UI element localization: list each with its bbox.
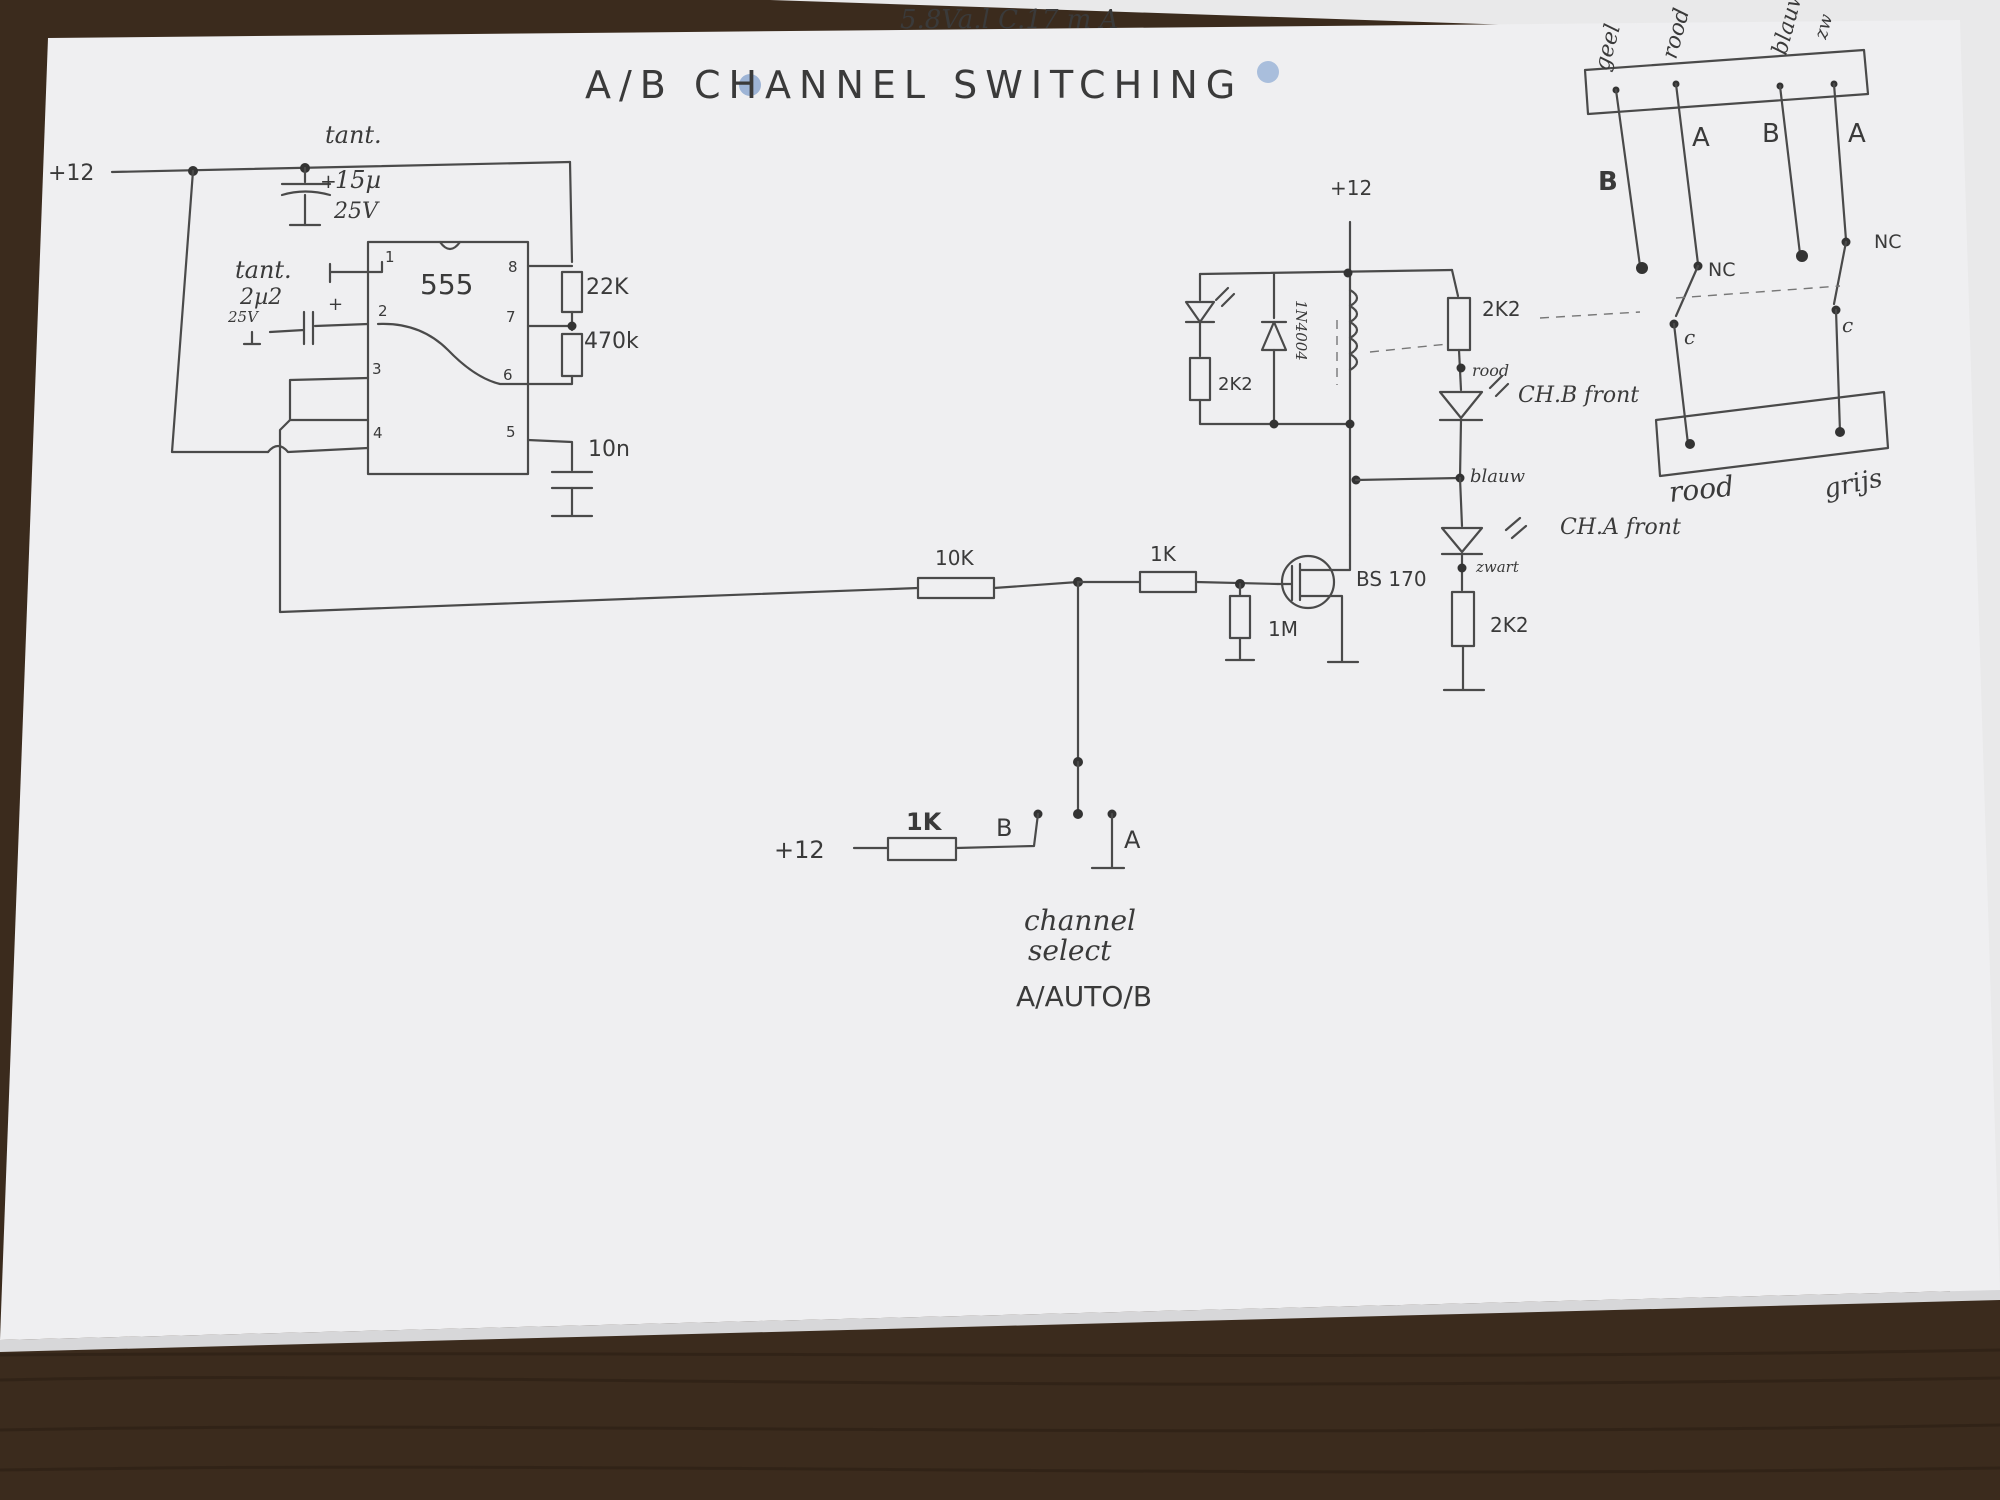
led-ch-b — [1438, 390, 1484, 420]
led-indicator — [1184, 300, 1216, 324]
pin-label-b-2: B — [1762, 119, 1780, 149]
label-2k2-bottom: 2K2 — [1490, 613, 1529, 637]
pin-5: 5 — [506, 423, 516, 441]
pin-4: 4 — [373, 424, 383, 442]
switch-caption-1: channel — [1024, 904, 1136, 937]
ic-555-label: 555 — [420, 268, 473, 301]
cap-left-type: tant. — [235, 256, 292, 284]
switch-pos-b: B — [996, 814, 1012, 842]
label-led-a-color: zwart — [1475, 558, 1520, 576]
switch-pos-a: A — [1124, 826, 1141, 854]
wood-grain — [0, 1348, 2000, 1474]
c-label-right: c — [1842, 313, 1853, 337]
cap-top-type: tant. — [325, 121, 382, 149]
pin-1: 1 — [385, 248, 395, 266]
punch-hole-right — [1257, 61, 1279, 83]
pin-label-b-1: B — [1598, 167, 1618, 197]
paper-sheet — [0, 20, 2000, 1340]
label-22k: 22K — [586, 275, 629, 300]
nc-label-left: NC — [1708, 259, 1735, 281]
cap-left-voltage: 25V — [227, 308, 260, 326]
label-ch-a: CH.A front — [1560, 515, 1681, 540]
supply-label-right: +12 — [1330, 176, 1372, 200]
page-title: A/B CHANNEL SWITCHING — [585, 63, 1243, 107]
pin-label-a-1: A — [1692, 123, 1710, 153]
switch-caption-2: select — [1028, 934, 1112, 967]
pin-7: 7 — [506, 308, 516, 326]
label-1m: 1M — [1268, 617, 1298, 641]
label-fet-1: BS 170 — [1356, 567, 1427, 591]
pin-2: 2 — [378, 302, 388, 320]
cap-top-voltage: 25V — [333, 199, 380, 224]
switch-caption-3: A/AUTO/B — [1016, 980, 1152, 1013]
bottom-left-color: rood — [1667, 469, 1735, 509]
punch-hole-left — [739, 74, 761, 96]
connector-bottom — [1654, 390, 1890, 478]
pin-6: 6 — [503, 366, 513, 384]
label-led-b-color: rood — [1472, 361, 1509, 380]
connector-top — [1583, 48, 1870, 116]
supply-label-left: +12 — [48, 161, 94, 186]
mosfet-bs170 — [1280, 554, 1336, 610]
cap-top-plus: + — [320, 169, 337, 193]
nc-label-right: NC — [1874, 231, 1901, 253]
ic-555-body — [366, 240, 530, 476]
pin-8: 8 — [508, 258, 518, 276]
channel-select: A B 1K +12 channel select A/AUTO/B — [774, 580, 1152, 1013]
label-1n4004: 1N4004 — [1292, 300, 1310, 361]
label-1k-gate: 1K — [1150, 542, 1177, 566]
pin-label-a-2: A — [1848, 119, 1866, 149]
cap-top-value: 15µ — [335, 166, 381, 194]
cap-left-plus: + — [328, 294, 343, 315]
label-ch-b: CH.B front — [1518, 383, 1639, 408]
paper-edge — [0, 1290, 2000, 1352]
back-sheet-scribble: 5.8Va.l C.17 m A — [900, 5, 1118, 35]
label-mid-color: blauw — [1470, 466, 1526, 487]
label-470k: 470k — [584, 329, 639, 354]
pin-3: 3 — [372, 360, 382, 378]
cap-left-value: 2µ2 — [239, 285, 282, 310]
label-10k: 10K — [935, 546, 974, 570]
label-10n: 10n — [588, 437, 630, 462]
label-2k2-led: 2K2 — [1218, 374, 1253, 395]
led-ch-a — [1440, 526, 1484, 554]
supply-label-bottom: +12 — [774, 836, 825, 864]
c-label-left: c — [1684, 325, 1695, 349]
label-2k2-top: 2K2 — [1482, 297, 1521, 321]
timer-circuit: +12 tant. + 15µ 25V 555 1 2 3 4 5 6 7 8 — [48, 121, 920, 614]
relay-coil — [1348, 288, 1359, 372]
driver-circuit: 10K 1K 1M BS 170 +12 2K2 1N400 — [916, 176, 1681, 692]
label-1k-select: 1K — [906, 808, 943, 836]
